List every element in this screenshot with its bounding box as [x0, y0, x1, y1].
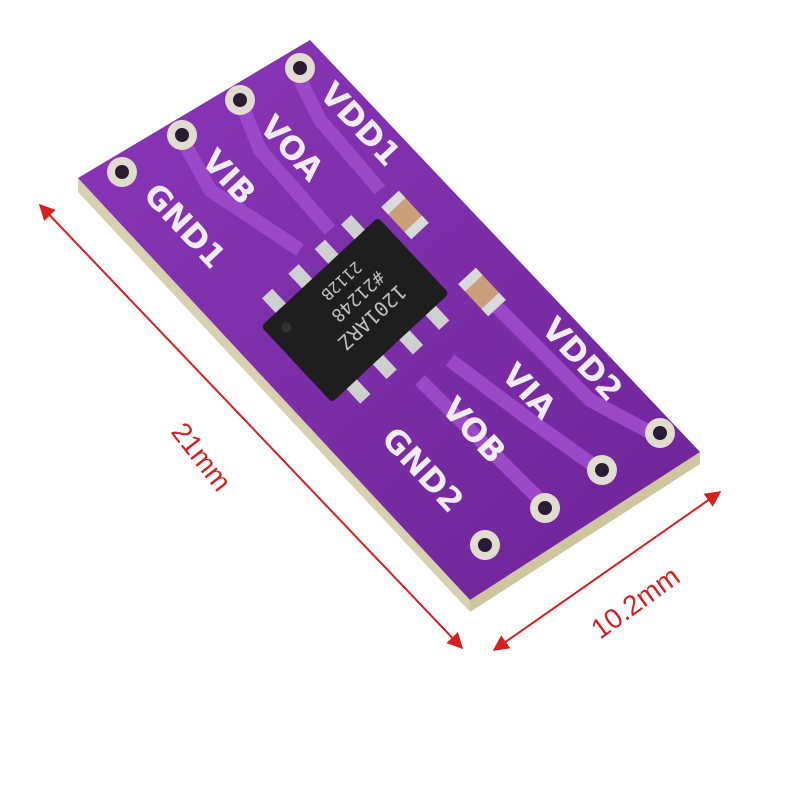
pcb-trace: [445, 354, 605, 476]
pcb-trace: [233, 97, 336, 235]
pin-hole: [285, 53, 315, 83]
pin-hole: [530, 493, 560, 523]
pin-hole: [470, 530, 500, 560]
dimension-width-label: 10.2mm: [585, 560, 685, 645]
pcb-trace: [293, 76, 386, 195]
pcb-trace: [485, 295, 659, 442]
pin-hole: [645, 418, 675, 448]
pin-hole: [225, 85, 255, 115]
pin-hole: [167, 120, 197, 150]
pin-hole: [587, 455, 617, 485]
dimension-length-label: 21mm: [165, 417, 237, 497]
capacitor: [458, 267, 506, 317]
dimension-length-arrow: [38, 203, 464, 650]
pin-hole: [107, 157, 137, 187]
dimension-width-arrow: [492, 491, 722, 651]
